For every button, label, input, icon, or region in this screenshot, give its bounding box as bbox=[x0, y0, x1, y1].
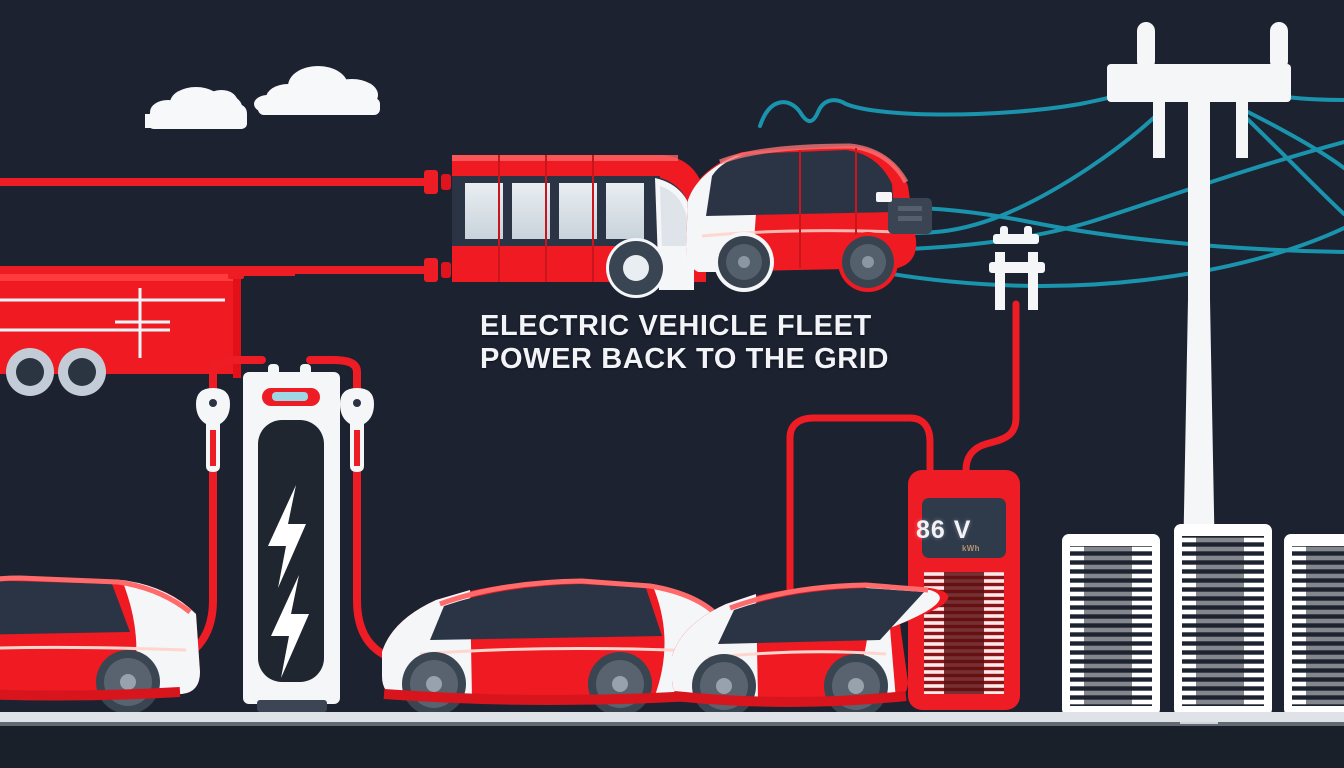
ground-line-shadow bbox=[0, 722, 1344, 726]
van-side-stripe bbox=[701, 229, 899, 238]
lightning-bolt-icon-1 bbox=[268, 485, 306, 588]
rail-bottom bbox=[0, 266, 430, 274]
charge-meter-device bbox=[908, 470, 1020, 710]
page-title: ELECTRIC VEHICLE FLEET POWER BACK TO THE… bbox=[480, 310, 900, 376]
hb1-skirt bbox=[0, 687, 181, 701]
hb2-glass bbox=[430, 584, 662, 640]
hb2-roof-hl bbox=[439, 578, 722, 620]
lower-background bbox=[0, 718, 1344, 768]
rail-top bbox=[0, 178, 430, 186]
power-line-mid-right bbox=[1238, 106, 1344, 170]
meter-screen bbox=[922, 498, 1006, 558]
van-roof-highlight bbox=[719, 143, 909, 184]
rail-bottom-cap bbox=[441, 262, 451, 278]
hatchback-3 bbox=[672, 582, 949, 718]
ground-line bbox=[0, 712, 1344, 722]
power-line-long-lower bbox=[878, 140, 1344, 252]
transit-bus bbox=[452, 155, 706, 298]
meter-display-sub: kWh bbox=[962, 544, 980, 553]
van-wheel-rear bbox=[838, 232, 898, 292]
cable-left-feed bbox=[786, 414, 934, 704]
hb3-skirt bbox=[673, 691, 907, 707]
hatchback-1 bbox=[0, 575, 200, 714]
cloud-right bbox=[254, 66, 380, 115]
cable-left-top bbox=[209, 356, 266, 402]
van-wheel-front bbox=[714, 232, 774, 292]
trailer-wheels bbox=[6, 348, 106, 396]
hb1-roof-hl bbox=[0, 575, 192, 614]
hb2-wheel-front bbox=[402, 652, 466, 716]
rail-top-connector bbox=[424, 170, 438, 194]
hb2-wheel-rear bbox=[588, 652, 652, 716]
title-line-2: POWER BACK TO THE GRID bbox=[480, 343, 890, 375]
power-line-to-van bbox=[878, 205, 1344, 254]
bus-door-glass bbox=[660, 186, 688, 246]
building-3 bbox=[1284, 534, 1344, 716]
meter-gauge-core bbox=[944, 572, 984, 694]
red-rail-group bbox=[0, 170, 451, 282]
pylon-arm-left bbox=[1153, 100, 1165, 158]
cloud-left bbox=[145, 87, 247, 129]
building-2 bbox=[1174, 524, 1272, 716]
power-line-bottom-arc bbox=[878, 226, 1344, 288]
cable-pole-to-meter bbox=[962, 300, 1020, 474]
connector-plug-right bbox=[340, 388, 374, 472]
hb1-glass bbox=[0, 581, 130, 635]
station-indicator bbox=[262, 388, 320, 406]
hb1-wheel bbox=[96, 650, 160, 714]
trailer-rear-post bbox=[233, 272, 241, 378]
red-cable-group bbox=[786, 300, 1020, 704]
rail-top-cap bbox=[441, 174, 451, 190]
station-port-left bbox=[268, 364, 279, 378]
trailer-markings bbox=[0, 288, 225, 358]
pylon-crossarm bbox=[1107, 64, 1291, 102]
power-line-van-to-pole bbox=[758, 78, 1162, 128]
bus-wheel-hub bbox=[623, 255, 649, 281]
bus-panel-seams bbox=[498, 155, 594, 282]
pylon-arm-right bbox=[1236, 100, 1248, 158]
rail-bottom-connector bbox=[424, 258, 438, 282]
building-1 bbox=[1062, 534, 1160, 716]
van-charge-module bbox=[876, 192, 932, 234]
trailer-top-edge bbox=[0, 274, 240, 281]
hb3-wheel-rear bbox=[824, 654, 888, 718]
charging-station bbox=[243, 364, 340, 712]
connector-plug-left bbox=[196, 388, 230, 472]
hatchback-2 bbox=[382, 578, 730, 716]
meter-display-value: 86 V bbox=[916, 516, 972, 544]
pylon-insulator-right bbox=[1270, 22, 1288, 70]
station-port-right bbox=[300, 364, 311, 378]
lightning-bolt-icons bbox=[268, 485, 309, 678]
delivery-van bbox=[686, 143, 932, 292]
hb1-beltline bbox=[0, 645, 187, 652]
pylon-insulator-left bbox=[1137, 22, 1155, 70]
title-line-1: ELECTRIC VEHICLE FLEET bbox=[480, 310, 872, 342]
cable-right-top bbox=[306, 356, 361, 402]
utility-pole bbox=[989, 226, 1045, 310]
bus-windows bbox=[465, 183, 644, 239]
lightning-bolt-icon-2 bbox=[271, 575, 309, 678]
power-line-right-sag bbox=[1238, 110, 1344, 216]
hb3-roof-hl bbox=[729, 582, 929, 611]
building-group bbox=[1062, 524, 1344, 716]
station-base bbox=[257, 700, 327, 712]
hb3-wheel-front bbox=[692, 654, 756, 718]
bus-roof-highlight bbox=[452, 155, 678, 161]
hb3-glass bbox=[718, 588, 924, 644]
